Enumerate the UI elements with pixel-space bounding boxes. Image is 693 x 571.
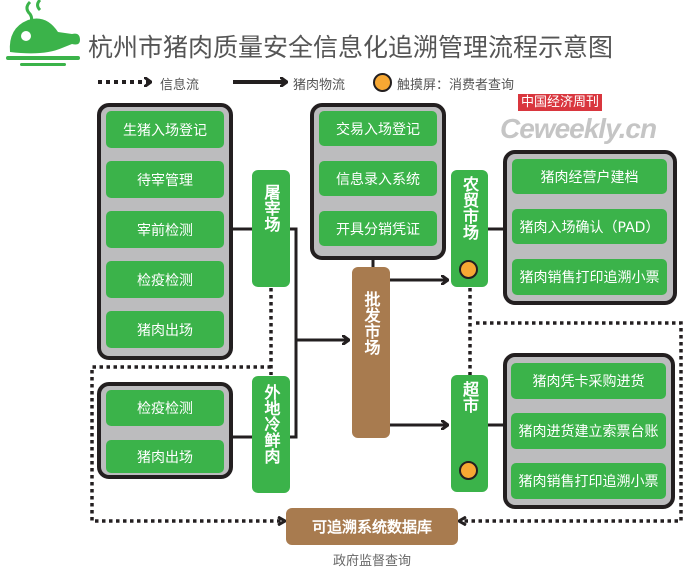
info-flow-lines (90, 288, 683, 521)
step-item: 交易入场登记 (319, 111, 437, 146)
farmers-market-node: 农贸市场 (451, 170, 488, 287)
step-item: 猪肉出场 (106, 311, 224, 348)
government-query-caption: 政府监督查询 (332, 554, 411, 569)
step-item: 开具分销凭证 (319, 211, 437, 246)
step-item: 猪肉销售打印追溯小票 (512, 259, 667, 295)
outside-meat-node: 外地冷鲜肉 (252, 376, 290, 493)
step-item: 猪肉经营户建档 (512, 159, 667, 194)
wholesale-market-node: 批发市场 (352, 267, 390, 438)
step-item: 猪肉销售打印追溯小票 (511, 463, 666, 499)
page-title: 杭州市猪肉质量安全信息化追溯管理流程示意图 (88, 33, 614, 62)
touchscreen-icon (373, 73, 392, 92)
traceability-database-node: 可追溯系统数据库 (286, 508, 458, 545)
watermark-cn: 中国经济周刊 (518, 94, 603, 111)
touchscreen-icon (459, 260, 478, 279)
step-item: 猪肉凭卡采购进货 (511, 363, 666, 399)
step-item: 待宰管理 (106, 161, 224, 198)
step-item: 猪肉入场确认（PAD） (512, 209, 667, 244)
step-item: 信息录入系统 (319, 161, 437, 196)
step-item: 检疫检测 (106, 390, 224, 426)
step-item: 检疫检测 (106, 261, 224, 298)
step-item: 猪肉出场 (106, 440, 224, 473)
step-item: 猪肉进货建立索票台账 (511, 413, 666, 449)
step-item: 宰前检测 (106, 211, 224, 248)
watermark-en: Ceweekly.cn (500, 113, 657, 144)
pork-flow-lines (233, 227, 503, 439)
touchscreen-icon (459, 461, 478, 480)
logo-icon (6, 0, 80, 66)
legend-info-flow-label: 信息流 (160, 78, 200, 93)
legend-touchscreen-label: 触摸屏：消费者查询 (397, 78, 515, 93)
legend-pork-flow-label: 猪肉物流 (293, 78, 346, 93)
step-item: 生猪入场登记 (106, 111, 224, 148)
slaughterhouse-node: 屠宰场 (252, 170, 290, 287)
